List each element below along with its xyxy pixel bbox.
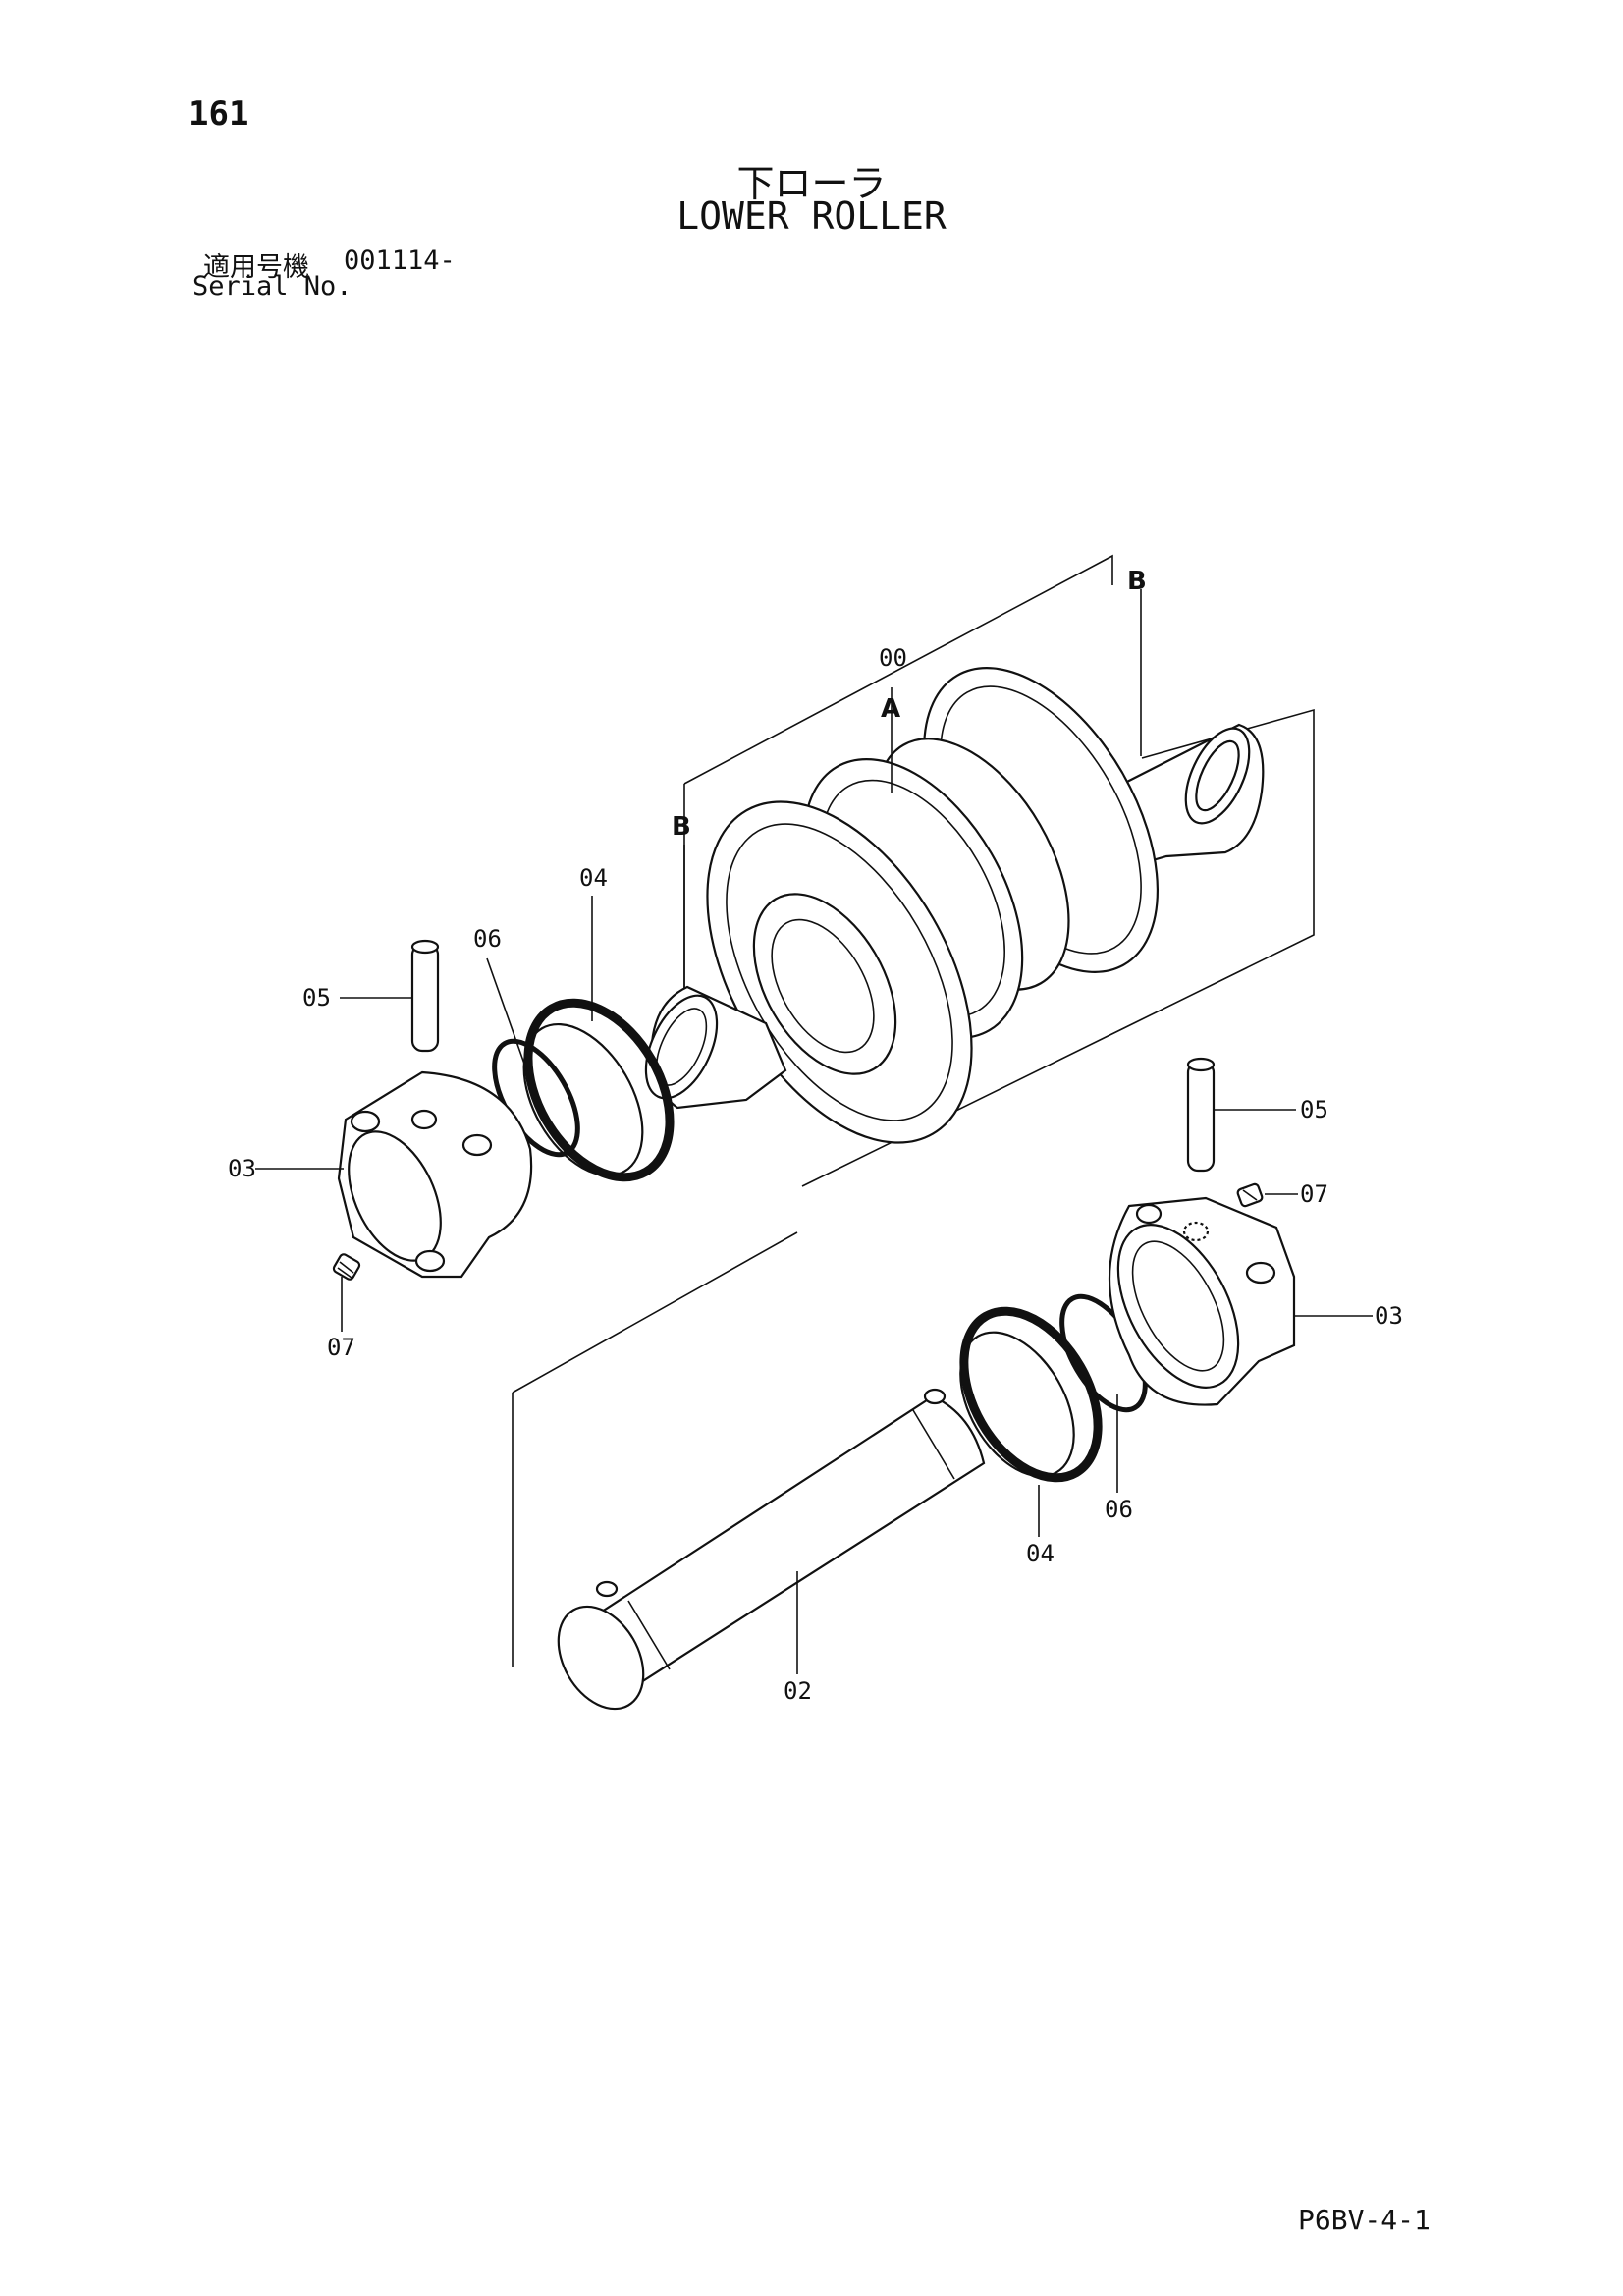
callout-pin-right: 05	[1300, 1096, 1328, 1123]
callout-o-ring-left: 06	[473, 925, 502, 953]
floating-seal-right	[959, 1306, 1103, 1483]
callout-pin-left: 05	[302, 984, 331, 1011]
collar-right	[1109, 1196, 1296, 1406]
floating-seal-left	[522, 998, 675, 1182]
serial-number-value: 001114-	[344, 246, 456, 276]
callout-collar-left: 03	[228, 1155, 256, 1182]
callout-ref-a: A	[881, 694, 900, 724]
callout-seal-right: 04	[1026, 1540, 1055, 1567]
shaft	[557, 1388, 986, 1711]
roller-assembly	[644, 667, 1265, 1144]
callout-shaft: 02	[784, 1677, 812, 1705]
pin-right	[1186, 1057, 1216, 1173]
callout-o-ring-right: 06	[1105, 1496, 1133, 1523]
pin-left	[410, 939, 440, 1053]
callout-plug-right: 07	[1300, 1180, 1328, 1208]
callout-ref-b-left: B	[672, 812, 691, 842]
callout-seal-left: 04	[579, 864, 608, 892]
callout-assembly: 00	[879, 644, 907, 672]
page-title: LOWER ROLLER	[676, 194, 947, 238]
collar-left	[337, 1070, 533, 1279]
plug-right	[1236, 1182, 1264, 1208]
drawing-code: P6BV-4-1	[1298, 2204, 1431, 2236]
page-title-japanese: 下ローラ	[736, 162, 887, 205]
leader-lines	[255, 589, 1373, 1674]
serial-label: Serial No.	[192, 271, 352, 301]
plug-left	[332, 1253, 361, 1281]
page-number: 161	[189, 94, 249, 134]
callout-plug-left: 07	[327, 1334, 355, 1361]
serial-label-japanese: 適用号機	[203, 252, 309, 283]
callout-collar-right: 03	[1375, 1302, 1403, 1330]
callout-ref-b-top: B	[1127, 567, 1147, 596]
